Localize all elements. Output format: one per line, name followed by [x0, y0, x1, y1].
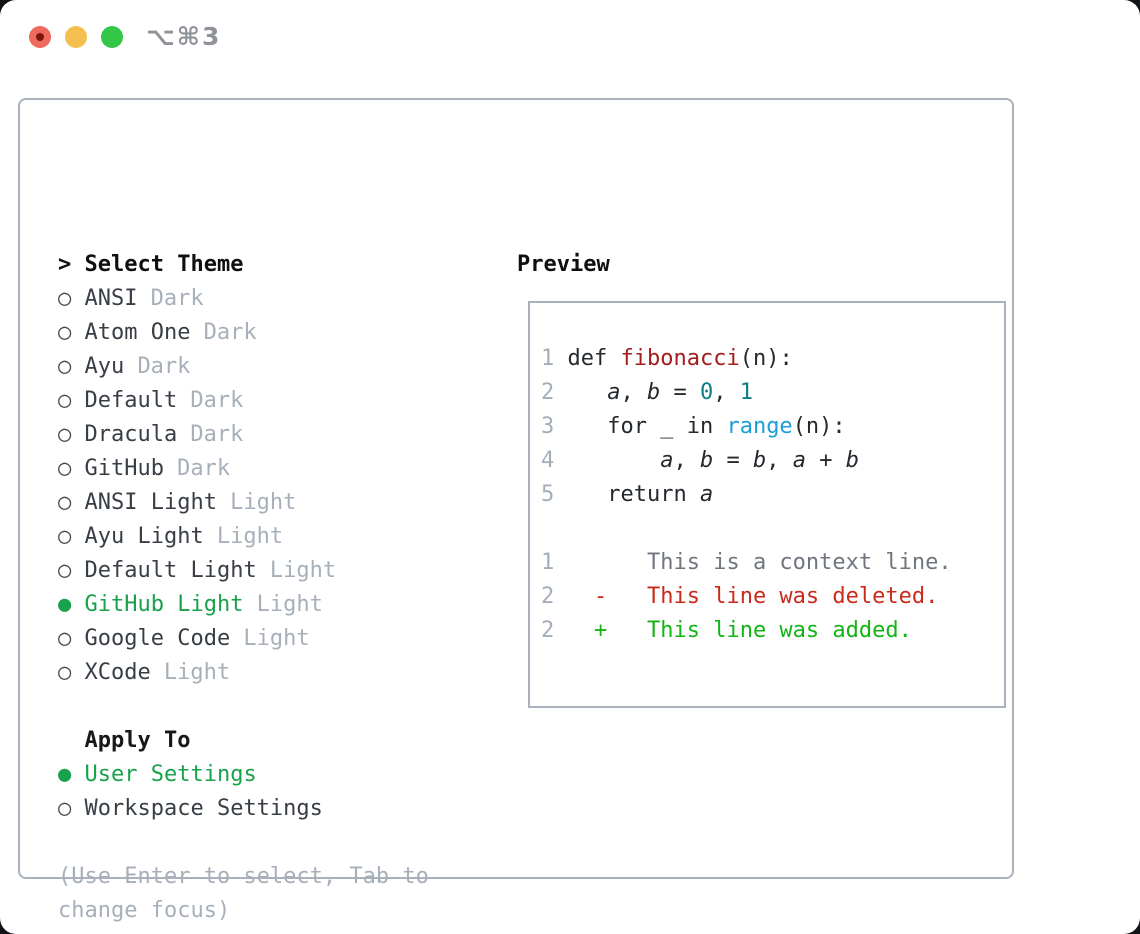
code-line: 4 a, b = b, a + b: [541, 448, 859, 473]
keyboard-hint: (Use Enter to select, Tab to change focu…: [58, 860, 429, 928]
apply-to-section: Apply To ●User Settings ○Workspace Setti…: [58, 724, 323, 826]
close-dot-icon: [36, 33, 44, 41]
apply-option-user-settings[interactable]: ●User Settings: [58, 758, 323, 792]
radio-selected-icon: ●: [58, 592, 72, 617]
code-blank-line: [541, 512, 952, 546]
diff-context-line: 1 This is a context line.: [541, 550, 952, 575]
preview-box: [528, 301, 1006, 708]
diff-added-line: 2 + This line was added.: [541, 618, 912, 643]
radio-unselected-icon: ○: [58, 660, 72, 685]
code-line: 2 a, b = 0, 1: [541, 380, 753, 405]
diff-deleted-line: 2 - This line was deleted.: [541, 584, 939, 609]
radio-unselected-icon: ○: [58, 490, 72, 515]
radio-unselected-icon: ○: [58, 320, 72, 345]
apply-to-title: Apply To: [84, 728, 191, 753]
radio-unselected-icon: ○: [58, 388, 72, 413]
preview-title: Preview: [517, 252, 610, 277]
prompt-marker: >: [58, 252, 72, 277]
zoom-button[interactable]: [101, 26, 123, 48]
apply-option-workspace-settings[interactable]: ○Workspace Settings: [58, 792, 323, 826]
close-button[interactable]: [29, 26, 51, 48]
code-line: 3 for _ in range(n):: [541, 414, 846, 439]
minimize-button[interactable]: [65, 26, 87, 48]
hint-line-1: (Use Enter to select, Tab to: [58, 864, 429, 889]
radio-unselected-icon: ○: [58, 524, 72, 549]
radio-unselected-icon: ○: [58, 796, 72, 821]
select-theme-title: Select Theme: [84, 252, 244, 277]
select-theme-header: > Select Theme: [58, 248, 336, 282]
radio-unselected-icon: ○: [58, 286, 72, 311]
radio-unselected-icon: ○: [58, 626, 72, 651]
window-shortcut-label: ⌥⌘3: [146, 22, 222, 51]
radio-unselected-icon: ○: [58, 456, 72, 481]
radio-unselected-icon: ○: [58, 354, 72, 379]
apply-to-header: Apply To: [58, 724, 323, 758]
hint-line-2: change focus): [58, 898, 231, 923]
radio-selected-icon: ●: [58, 762, 72, 787]
code-line: 5 return a: [541, 482, 714, 507]
radio-unselected-icon: ○: [58, 558, 72, 583]
radio-unselected-icon: ○: [58, 422, 72, 447]
